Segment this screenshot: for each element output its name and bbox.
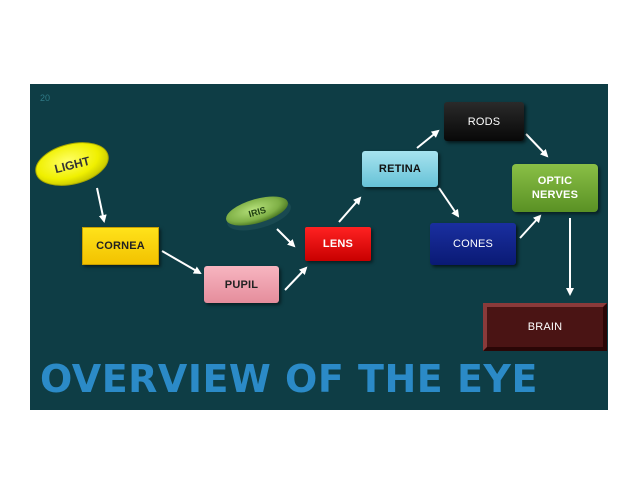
diagram-canvas: LIGHT IRIS [35, 129, 574, 296]
slide-number: 20 [40, 93, 51, 103]
node-lens: LENS [305, 227, 371, 261]
arrow-light-cornea [96, 187, 107, 223]
node-pupil: PUPIL [204, 266, 279, 303]
optic-line2: NERVES [531, 189, 579, 201]
slide: 20 [30, 84, 608, 410]
node-cones: CONES [430, 223, 516, 265]
arrow-retina-cones [438, 187, 460, 218]
arrow-cones-optic [519, 214, 542, 239]
arrow-cornea-pupil [161, 250, 202, 275]
node-brain: BRAIN [483, 303, 607, 351]
node-retina: RETINA [362, 151, 438, 187]
arrows [96, 129, 574, 296]
arrow-rods-optic [525, 133, 549, 158]
arrow-retina-rods [416, 129, 440, 149]
node-cornea: CORNEA [82, 227, 159, 265]
slide-title: OVERVIEW OF THE EYE [40, 357, 538, 401]
iris-label: IRIS [247, 205, 267, 219]
arrow-lens-retina [338, 196, 362, 223]
optic-line1: OPTIC [537, 175, 573, 187]
node-rods: RODS [444, 102, 524, 141]
arrow-pupil-lens [284, 266, 308, 291]
node-optic-nerves: OPTIC NERVES [512, 164, 598, 212]
arrow-iris-lens [276, 228, 296, 248]
light-node: LIGHT [35, 142, 109, 186]
iris-node: IRIS [226, 196, 291, 231]
